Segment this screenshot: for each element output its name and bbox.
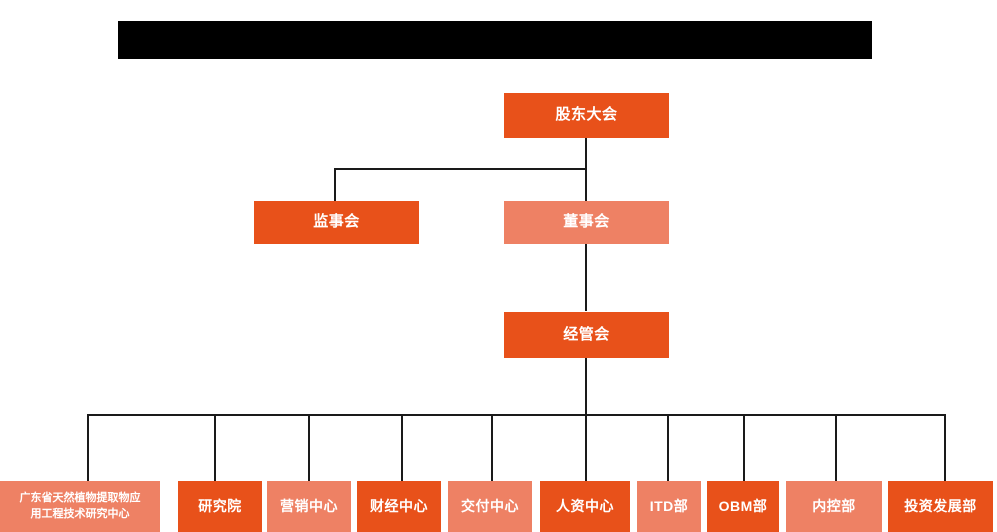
connector-drop-obm-department [743,414,745,481]
org-node-research-center-line2: 用工程技术研究中心 [30,507,130,520]
org-node-shareholders[interactable]: 股东大会 [504,93,669,138]
org-node-institute[interactable]: 研究院 [178,481,262,532]
org-node-finance-center[interactable]: 财经中心 [357,481,441,532]
connector-bus-level2 [335,168,587,170]
connector-drop-marketing-center [308,414,310,481]
connector-directors-management [585,243,587,311]
connector-drop-institute [214,414,216,481]
connector-drop-delivery-center [491,414,493,481]
connector-bus-level4 [88,414,946,416]
connector-management-down [585,358,587,416]
org-node-supervisors[interactable]: 监事会 [254,201,419,244]
org-node-delivery-center[interactable]: 交付中心 [448,481,532,532]
connector-drop-hr-center [585,414,587,481]
org-node-management[interactable]: 经管会 [504,312,669,358]
org-node-research-center-line1: 广东省天然植物提取物应 [19,491,141,504]
connector-drop-itd-department [667,414,669,481]
connector-drop-investment-development-department [944,414,946,481]
org-node-itd-department[interactable]: ITD部 [637,481,701,532]
connector-drop-directors [585,168,587,201]
connector-drop-supervisors [334,168,336,201]
org-node-hr-center[interactable]: 人资中心 [540,481,630,532]
redacted-title-bar [118,21,872,59]
connector-shareholders-down [585,138,587,170]
org-node-directors[interactable]: 董事会 [504,201,669,244]
org-node-research-center[interactable]: 广东省天然植物提取物应 用工程技术研究中心 [0,481,160,532]
org-node-obm-department[interactable]: OBM部 [707,481,779,532]
connector-drop-finance-center [401,414,403,481]
org-node-investment-development-department[interactable]: 投资发展部 [888,481,993,532]
connector-drop-research-center [87,414,89,481]
connector-drop-internal-control-department [835,414,837,481]
org-node-marketing-center[interactable]: 营销中心 [267,481,351,532]
org-node-internal-control-department[interactable]: 内控部 [786,481,882,532]
